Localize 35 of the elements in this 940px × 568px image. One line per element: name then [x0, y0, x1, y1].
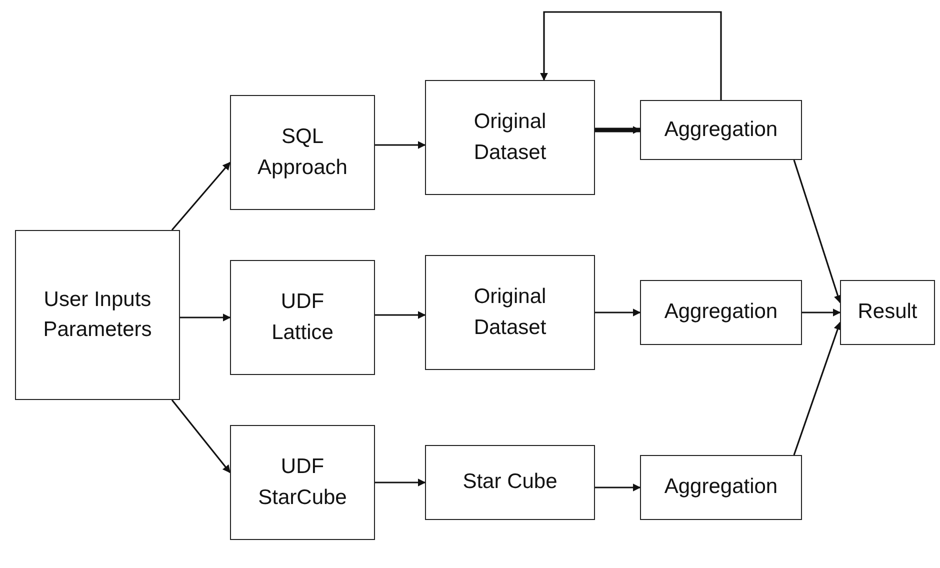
box-label: Aggregation	[664, 474, 778, 500]
arrow	[595, 126, 641, 134]
process-box	[230, 260, 375, 375]
box-label: UDF StarCube	[258, 454, 347, 510]
arrow	[375, 311, 426, 319]
box-label: Star Cube	[462, 469, 558, 496]
process-box	[425, 445, 595, 520]
arrow	[180, 314, 231, 322]
box-label: Original Dataset	[474, 109, 546, 166]
arrow	[375, 478, 426, 486]
box-label: SQL Approach	[258, 124, 348, 180]
box-label: Aggregation	[664, 116, 778, 143]
process-box	[15, 230, 180, 400]
box-label: Result	[858, 299, 918, 326]
arrow	[793, 160, 842, 304]
process-box	[840, 280, 935, 345]
arrow	[375, 141, 426, 149]
process-box	[640, 100, 802, 160]
box-label: Aggregation	[664, 299, 778, 326]
arrow	[171, 162, 231, 231]
box-label: Original Dataset	[474, 284, 546, 340]
arrow	[595, 484, 641, 492]
process-box	[425, 80, 595, 195]
process-box	[425, 255, 595, 370]
arrow	[595, 308, 641, 316]
process-box	[640, 455, 802, 520]
arrow	[540, 11, 722, 100]
process-box	[640, 280, 802, 345]
arrow	[171, 400, 231, 474]
arrow	[793, 322, 842, 456]
box-label: User Inputs Parameters	[43, 286, 152, 343]
process-box	[230, 95, 375, 210]
process-box	[230, 425, 375, 540]
arrow	[802, 308, 841, 316]
box-label: UDF Lattice	[272, 289, 334, 346]
